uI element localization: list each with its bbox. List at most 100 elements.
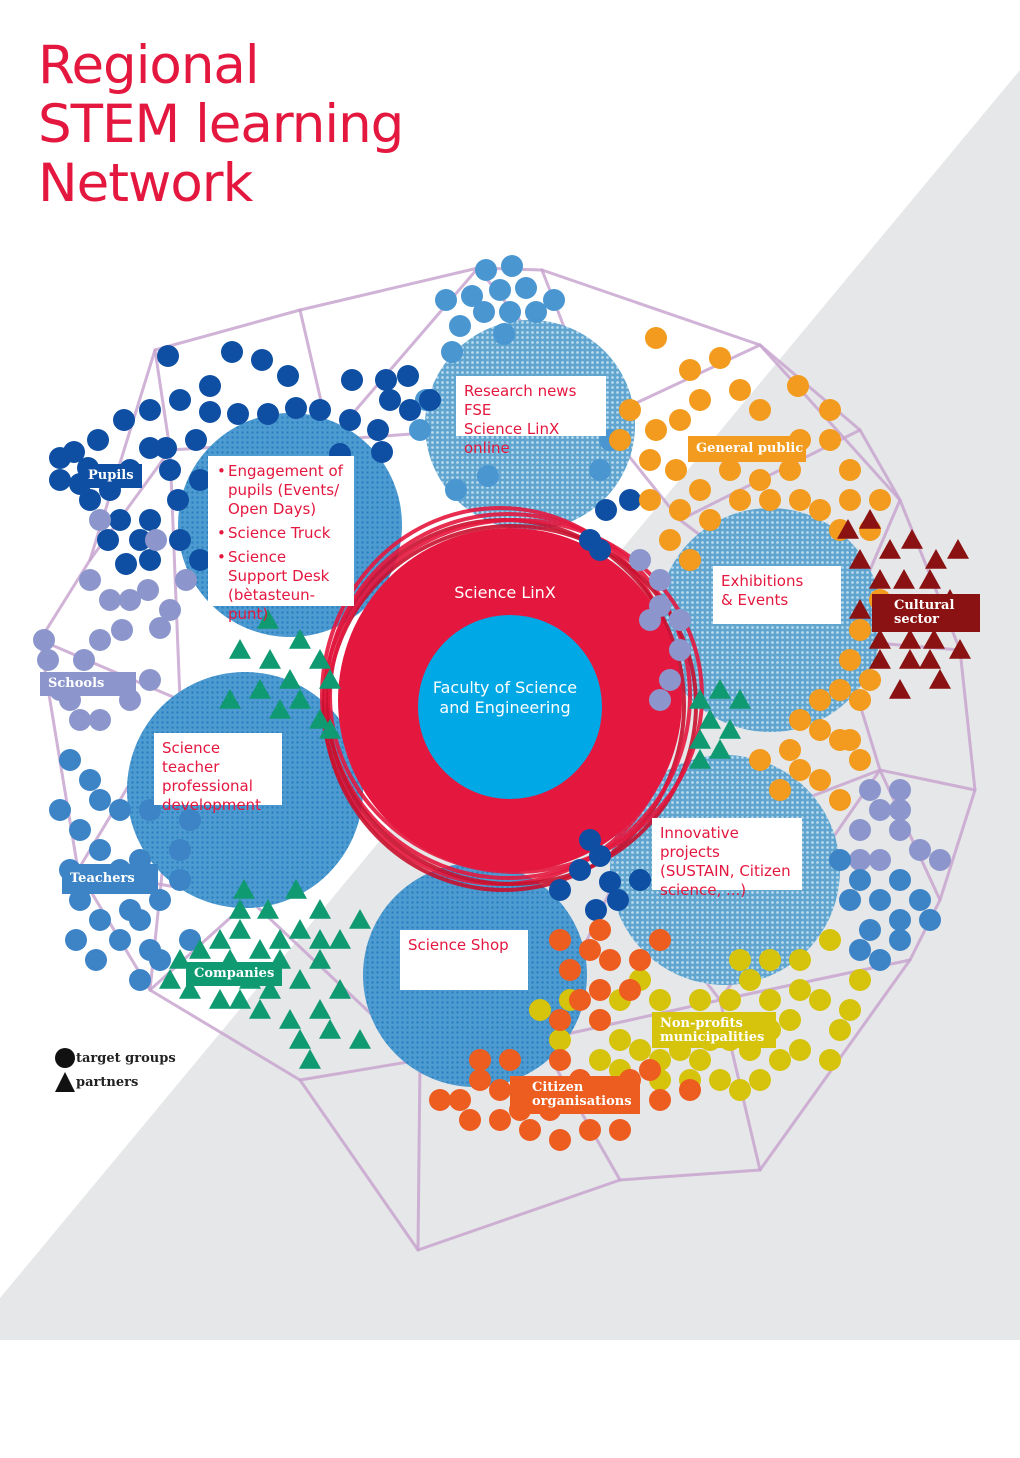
- teachers-dot: [849, 869, 871, 891]
- pupils-dot: [341, 369, 363, 391]
- general-public-dot: [789, 709, 811, 731]
- research-news-line-2: Science LinX online: [464, 420, 560, 457]
- non-profits-dot: [729, 1079, 751, 1101]
- schools-dot: [649, 569, 671, 591]
- companies-triangle: [209, 929, 231, 949]
- network-line: [958, 648, 977, 792]
- legend-target-groups-label: target groups: [76, 1050, 176, 1066]
- non-profits-dot: [819, 1049, 841, 1071]
- general-public-dot: [645, 327, 667, 349]
- tag-citizen-organisations: Citizen organisations: [510, 1076, 640, 1114]
- pupils-dot: [227, 403, 249, 425]
- pupils-activities-box: Engagement of pupils (Events/ Open Days)…: [208, 456, 354, 623]
- companies-triangle: [349, 1029, 371, 1049]
- teachers-dot: [889, 909, 911, 931]
- network-line: [416, 1058, 422, 1252]
- companies-triangle: [259, 979, 281, 999]
- network-line: [908, 898, 942, 962]
- companies-triangle: [329, 979, 351, 999]
- general-public-dot: [839, 489, 861, 511]
- pupils-dot: [139, 399, 161, 421]
- teachers-dot: [69, 819, 91, 841]
- pupils-dot: [169, 389, 191, 411]
- companies-triangle: [233, 879, 255, 899]
- pupils-dot: [155, 437, 177, 459]
- companies-triangle: [229, 639, 251, 659]
- gray-band-corner: [0, 1298, 120, 1340]
- non-profits-dot: [759, 949, 781, 971]
- cultural-sector-triangle: [869, 569, 891, 589]
- general-public-dot: [709, 347, 731, 369]
- companies-triangle: [309, 899, 331, 919]
- tag-cultural-sector-label: Cultural sector: [894, 598, 955, 627]
- cultural-sector-triangle: [947, 539, 969, 559]
- schools-dot: [869, 849, 891, 871]
- cultural-sector-triangle: [849, 599, 871, 619]
- pupils-dot: [569, 859, 591, 881]
- pupils-dot: [185, 429, 207, 451]
- pupils-dot: [367, 419, 389, 441]
- non-profits-dot: [739, 969, 761, 991]
- non-profits-dot: [809, 989, 831, 1011]
- faculty-label: Faculty of Science and Engineering: [420, 678, 590, 718]
- citizen-organisations-dot: [549, 1049, 571, 1071]
- pupils-dot: [139, 509, 161, 531]
- title-line-1: Regional: [38, 35, 260, 96]
- companies-triangle: [689, 729, 711, 749]
- companies-triangle: [319, 719, 341, 739]
- general-public-dot: [789, 489, 811, 511]
- schools-dot: [73, 649, 95, 671]
- pupils-dot: [251, 349, 273, 371]
- teachers-dot: [859, 919, 881, 941]
- citizen-organisations-dot: [639, 1059, 661, 1081]
- schools-dot: [69, 709, 91, 731]
- cultural-sector-triangle: [901, 529, 923, 549]
- schools-dot: [149, 617, 171, 639]
- tag-non-profits-label: Non-profits municipalities: [660, 1016, 765, 1045]
- pupils-dot: [397, 365, 419, 387]
- pupils-dot: [285, 397, 307, 419]
- companies-triangle: [289, 689, 311, 709]
- teachers-dot: [919, 909, 941, 931]
- research-news-dot: [501, 255, 523, 277]
- research-news-dot: [515, 277, 537, 299]
- general-public-dot: [787, 375, 809, 397]
- pupils-dot: [129, 529, 151, 551]
- pupils-dot: [139, 549, 161, 571]
- cultural-sector-triangle: [919, 649, 941, 669]
- pupils-dot: [167, 489, 189, 511]
- cultural-sector-triangle: [929, 669, 951, 689]
- pupils-dot: [277, 365, 299, 387]
- research-news-dot: [435, 289, 457, 311]
- citizen-organisations-dot: [549, 929, 571, 951]
- general-public-dot: [819, 399, 841, 421]
- citizen-organisations-dot: [489, 1079, 511, 1101]
- general-public-dot: [679, 359, 701, 381]
- tag-schools: Schools: [40, 672, 136, 696]
- pupils-dot: [109, 509, 131, 531]
- general-public-dot: [665, 459, 687, 481]
- tag-companies: Companies: [186, 962, 283, 986]
- companies-triangle: [319, 1019, 341, 1039]
- pupils-dot: [371, 441, 393, 463]
- non-profits-dot: [849, 969, 871, 991]
- teachers-dot: [85, 949, 107, 971]
- schools-dot: [649, 689, 671, 711]
- general-public-dot: [729, 489, 751, 511]
- research-news-line-1: Research news FSE: [464, 382, 577, 419]
- pupils-dot: [221, 341, 243, 363]
- citizen-organisations-dot: [599, 949, 621, 971]
- teacher-development-text: Science teacher professional development: [162, 739, 261, 814]
- tag-teachers: Teachers: [62, 864, 158, 894]
- schools-dot: [889, 779, 911, 801]
- pupils-dot: [619, 489, 641, 511]
- citizen-organisations-dot: [629, 949, 651, 971]
- citizen-organisations-dot: [649, 929, 671, 951]
- cultural-sector-triangle: [859, 509, 881, 529]
- citizen-organisations-dot: [559, 959, 581, 981]
- research-news-dot: [409, 419, 431, 441]
- companies-triangle: [229, 919, 251, 939]
- companies-triangle: [309, 949, 331, 969]
- schools-dot: [869, 799, 891, 821]
